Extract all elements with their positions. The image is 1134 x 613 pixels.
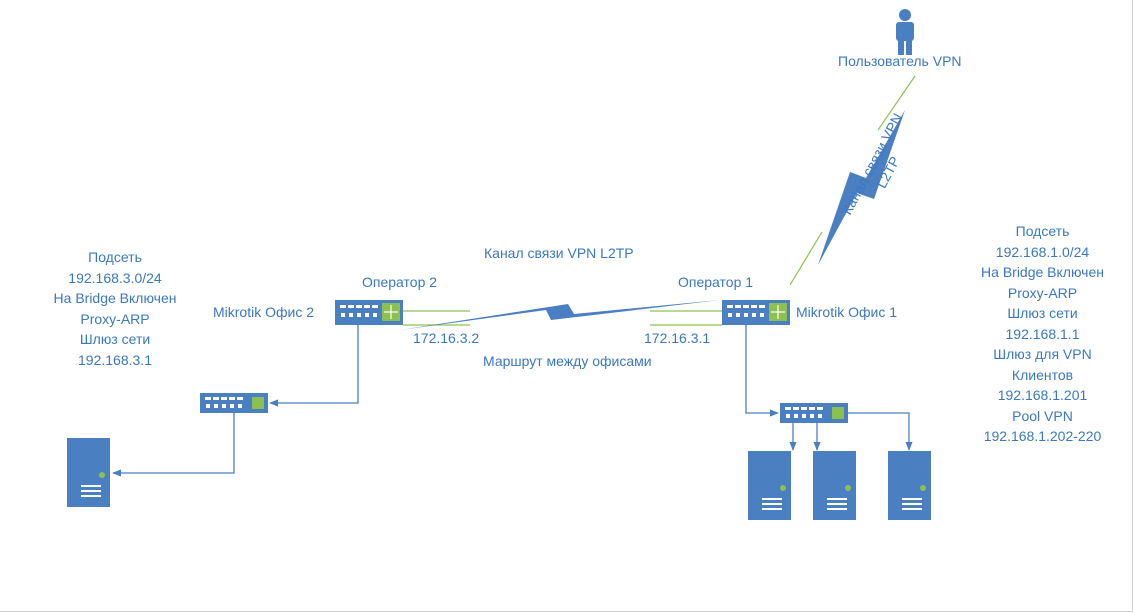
info-line: Шлюз сети <box>79 331 151 347</box>
info-line: Pool VPN <box>1012 407 1073 424</box>
server-icon <box>888 451 931 520</box>
vpn-user-label: Пользователь VPN <box>838 53 962 69</box>
vpn-channel-label: Канал связи VPN L2TP <box>484 245 634 261</box>
lightning-link-icon <box>400 300 720 330</box>
info-line: На Bridge Включен <box>981 264 1104 280</box>
info-line: Шлюз для VPN <box>993 346 1092 362</box>
route-between-offices-label: Маршрут между офисами <box>483 353 652 369</box>
operator2-label: Оператор 2 <box>362 274 438 290</box>
server-icon <box>813 451 856 520</box>
switch-icon <box>780 403 848 423</box>
operator1-label: Оператор 1 <box>678 274 754 290</box>
info-line: Proxy-ARP <box>80 310 150 327</box>
switch-icon <box>200 393 268 413</box>
office2-subnet-info: Подсеть 192.168.3.0/24 На Bridge Включен… <box>30 247 200 370</box>
server-icon <box>748 451 791 520</box>
office1-subnet-info: Подсеть 192.168.1.0/24 На Bridge Включен… <box>955 221 1130 447</box>
lightning-link-icon <box>818 110 905 265</box>
info-line: 192.168.1.1 <box>1005 325 1080 342</box>
router-icon <box>335 300 403 325</box>
info-line: Подсеть <box>88 249 142 265</box>
info-line: 192.168.1.0/24 <box>995 243 1090 260</box>
wan-link-lines <box>403 75 916 326</box>
info-line: На Bridge Включен <box>53 290 177 306</box>
mikrotik-office1-label: Mikrotik Офис 1 <box>796 304 898 320</box>
info-line: 192.168.3.0/24 <box>68 269 162 286</box>
info-line: 192.168.1.202-220 <box>983 428 1102 444</box>
mikrotik-office2-label: Mikrotik Офис 2 <box>213 304 315 320</box>
router-icon <box>722 300 790 325</box>
ip-office1-wan: 172.16.3.1 <box>644 330 711 346</box>
info-line: 192.168.3.1 <box>78 351 152 368</box>
info-line: Proxy-ARP <box>1007 284 1078 301</box>
info-line: Подсеть <box>1015 223 1070 239</box>
info-line: Клиентов <box>1011 366 1074 383</box>
info-line: 192.168.1.201 <box>997 387 1088 403</box>
lan-connectors <box>112 325 913 477</box>
person-icon <box>896 9 914 55</box>
server-icon <box>67 438 110 507</box>
info-line: Шлюз сети <box>1007 305 1078 321</box>
ip-office2-wan: 172.16.3.2 <box>413 330 480 346</box>
